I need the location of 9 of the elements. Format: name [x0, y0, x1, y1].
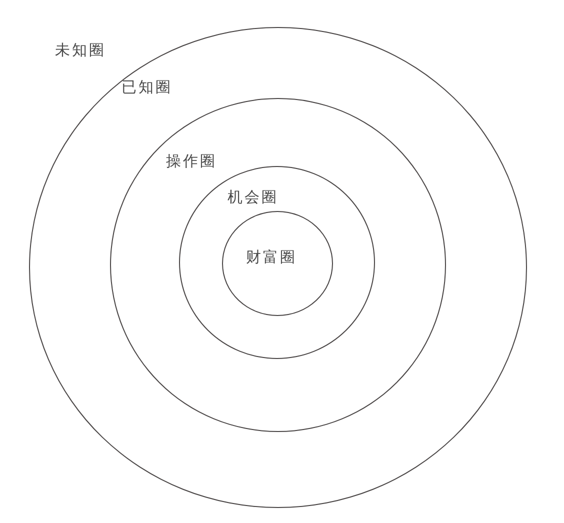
- ring-label: 财富圈: [246, 250, 297, 266]
- ring-circle: [179, 166, 375, 359]
- ring-circle: [29, 27, 527, 508]
- area-label: 未知圈: [55, 43, 106, 59]
- ring-label: 操作圈: [166, 154, 217, 170]
- ring-label: 已知圈: [122, 80, 172, 96]
- ring-circle: [222, 210, 332, 316]
- ring-circle: [110, 98, 446, 432]
- ring-label: 机会圈: [228, 190, 278, 206]
